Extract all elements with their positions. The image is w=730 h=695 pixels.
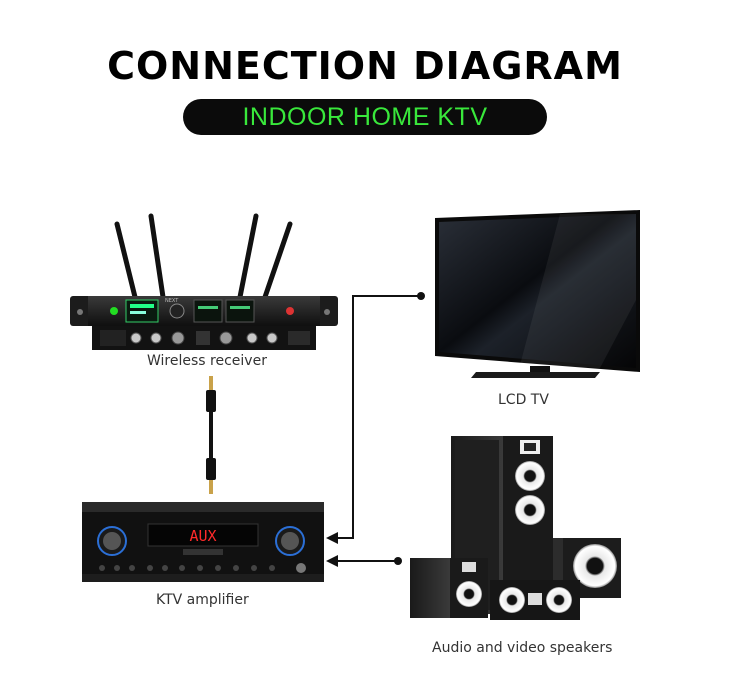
lcd-tv (435, 210, 640, 378)
speaker-system (410, 436, 621, 620)
ktv-amplifier: AUX (82, 502, 324, 582)
amp-display-text: AUX (189, 527, 216, 545)
antenna-4 (262, 221, 293, 300)
wire-tv-to-amp (336, 295, 421, 539)
arrow-head-tv (326, 532, 338, 544)
amp-top (82, 502, 324, 514)
label-ktv-amplifier: KTV amplifier (156, 592, 249, 608)
audio-cable (206, 376, 216, 494)
speaker-bookshelf-left (410, 558, 450, 618)
subtitle-text: INDOOR HOME KTV (242, 102, 488, 131)
label-wireless-receiver: Wireless receiver (147, 353, 267, 369)
tv-stand (471, 372, 600, 378)
label-lcd-tv: LCD TV (498, 392, 549, 408)
diagram-title: CONNECTION DIAGRAM (107, 44, 623, 88)
receiver-brand: NEXT (165, 298, 179, 304)
label-speakers: Audio and video speakers (432, 640, 613, 656)
arrow-head-speakers (326, 555, 338, 567)
antenna-3 (237, 213, 259, 300)
antenna-1 (114, 221, 138, 300)
subtitle-pill: INDOOR HOME KTV (183, 99, 547, 135)
antenna-2 (148, 213, 166, 300)
wireless-receiver: NEXT (70, 213, 338, 350)
amp-display (147, 523, 259, 547)
connection-wires (326, 292, 425, 567)
tv-screen (439, 214, 636, 368)
